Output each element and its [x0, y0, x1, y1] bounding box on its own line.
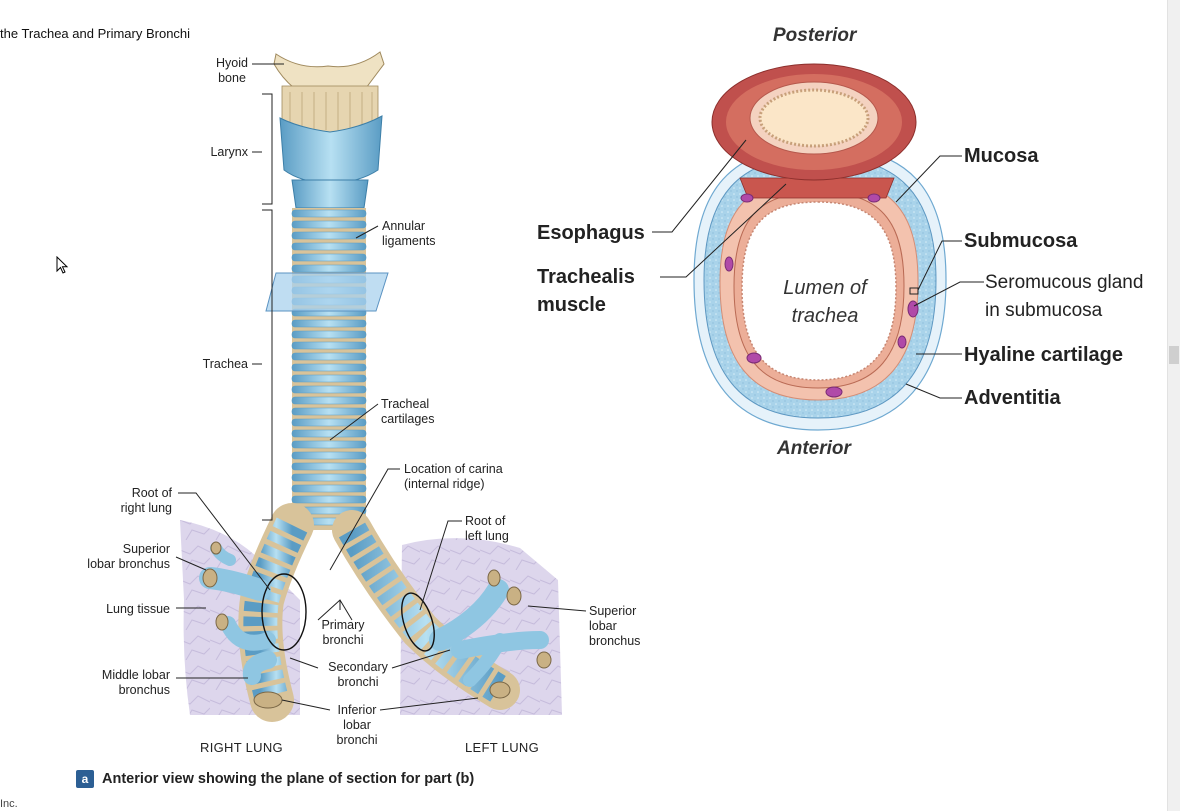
cross-section	[693, 63, 947, 431]
label-mucosa: Mucosa	[964, 145, 1039, 167]
tracheal-ring	[291, 231, 367, 240]
label-annular-ligaments: Annular ligaments	[382, 219, 436, 248]
label-secondary-bronchi: Secondary bronchi	[328, 660, 388, 689]
label-posterior: Posterior	[773, 25, 857, 46]
hyoid-bone	[273, 51, 385, 89]
tracheal-ring	[291, 495, 367, 504]
scrollbar-thumb[interactable]	[1169, 346, 1179, 364]
caption-text: Anterior view showing the plane of secti…	[102, 771, 475, 787]
label-submucosa: Submucosa	[964, 230, 1078, 252]
tracheal-ring	[291, 330, 367, 339]
label-superior-lobar-bronchus-right: Superior lobar bronchus	[87, 542, 170, 571]
larynx	[279, 85, 383, 209]
label-trachea: Trachea	[202, 357, 248, 371]
page-title: the Trachea and Primary Bronchi	[0, 26, 191, 41]
label-primary-bronchi: Primary bronchi	[321, 618, 365, 647]
tracheal-ring	[291, 473, 367, 482]
tracheal-ring	[291, 253, 367, 262]
tracheal-ring	[291, 484, 367, 493]
tracheal-ring	[291, 385, 367, 394]
label-seromucous-gland: Seromucous gland in submucosa	[985, 272, 1144, 321]
tracheal-ring	[291, 374, 367, 383]
tracheal-ring	[291, 418, 367, 427]
label-lung-tissue: Lung tissue	[106, 602, 170, 616]
tracheal-ring	[291, 264, 367, 273]
tracheal-ring	[291, 220, 367, 229]
left-leader-lines	[175, 63, 587, 711]
tracheal-ring	[291, 319, 367, 328]
right-leader-lines	[652, 139, 984, 399]
label-tracheal-cartilages: Tracheal cartilages	[381, 397, 435, 426]
label-trachealis-muscle: Trachealis muscle	[537, 266, 635, 316]
label-right-lung: RIGHT LUNG	[200, 740, 283, 755]
tracheal-ring	[291, 363, 367, 372]
tracheal-ring	[291, 462, 367, 471]
label-hyoid-bone: Hyoid bone	[216, 56, 248, 85]
label-root-right-lung: Root of right lung	[120, 486, 172, 515]
label-anterior: Anterior	[777, 438, 851, 459]
tracheal-ring	[291, 429, 367, 438]
label-hyaline-cartilage: Hyaline cartilage	[964, 344, 1123, 366]
label-inferior-lobar-bronchi: Inferior lobar bronchi	[336, 703, 378, 747]
bronchi	[199, 503, 552, 722]
section-plane	[265, 272, 389, 312]
label-root-left-lung: Root of left lung	[465, 514, 509, 543]
tracheal-ring	[291, 352, 367, 361]
label-esophagus: Esophagus	[537, 222, 645, 244]
tracheal-ring	[291, 396, 367, 405]
label-larynx: Larynx	[210, 145, 248, 159]
trachea	[291, 208, 367, 530]
label-superior-lobar-bronchus-left: Superior lobar bronchus	[589, 604, 641, 648]
tracheal-ring	[291, 341, 367, 350]
label-left-lung: LEFT LUNG	[465, 740, 539, 755]
caption-badge: a	[76, 770, 94, 788]
label-carina: Location of carina (internal ridge)	[404, 462, 503, 491]
mouse-cursor-icon	[56, 256, 69, 274]
credit-text: Inc.	[0, 798, 18, 810]
tracheal-ring	[291, 242, 367, 251]
tracheal-ring	[291, 209, 367, 218]
label-lumen-of-trachea: Lumen of trachea	[783, 277, 867, 327]
label-middle-lobar-bronchus: Middle lobar bronchus	[101, 668, 170, 697]
label-adventitia: Adventitia	[964, 387, 1061, 409]
tracheal-ring	[291, 451, 367, 460]
figure-caption: a Anterior view showing the plane of sec…	[76, 770, 474, 788]
vertical-scrollbar[interactable]	[1167, 0, 1180, 811]
tracheal-ring	[291, 407, 367, 416]
tracheal-ring	[291, 440, 367, 449]
